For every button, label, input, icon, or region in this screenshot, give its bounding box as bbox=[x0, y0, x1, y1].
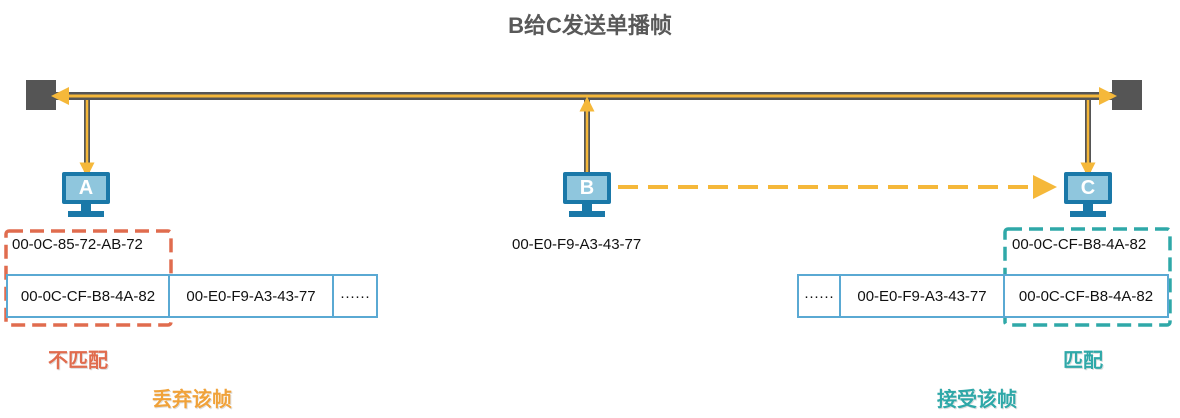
drop-links bbox=[79, 96, 1096, 178]
accept-frame-label: 接受该帧 bbox=[937, 389, 1017, 411]
frame-right-src: 00-E0-F9-A3-43-77 bbox=[841, 274, 1005, 318]
bus-terminator-right bbox=[1112, 80, 1142, 110]
bus-terminator-left bbox=[26, 80, 56, 110]
frame-left-dest: 00-0C-CF-B8-4A-82 bbox=[6, 274, 170, 318]
frame-right-more: ······ bbox=[797, 274, 841, 318]
match-label: 匹配 bbox=[1063, 350, 1103, 372]
discard-frame-label: 丢弃该帧 bbox=[152, 389, 232, 411]
host-c-letter: C bbox=[1080, 176, 1096, 199]
frame-left-more: ······ bbox=[334, 274, 378, 318]
computer-c-icon bbox=[1064, 172, 1112, 217]
host-a-letter: A bbox=[78, 176, 94, 199]
frame-right-dest: 00-0C-CF-B8-4A-82 bbox=[1005, 274, 1169, 318]
frame-left-src: 00-E0-F9-A3-43-77 bbox=[170, 274, 334, 318]
host-b-letter: B bbox=[579, 176, 595, 199]
computer-a-icon bbox=[62, 172, 110, 217]
host-a-mac: 00-0C-85-72-AB-72 bbox=[12, 236, 143, 253]
mismatch-label: 不匹配 bbox=[48, 350, 108, 372]
computer-b-icon bbox=[563, 172, 611, 217]
host-c-mac: 00-0C-CF-B8-4A-82 bbox=[1012, 236, 1147, 253]
diagram-title: B给C发送单播帧 bbox=[508, 13, 672, 38]
host-b-mac: 00-E0-F9-A3-43-77 bbox=[512, 236, 642, 253]
